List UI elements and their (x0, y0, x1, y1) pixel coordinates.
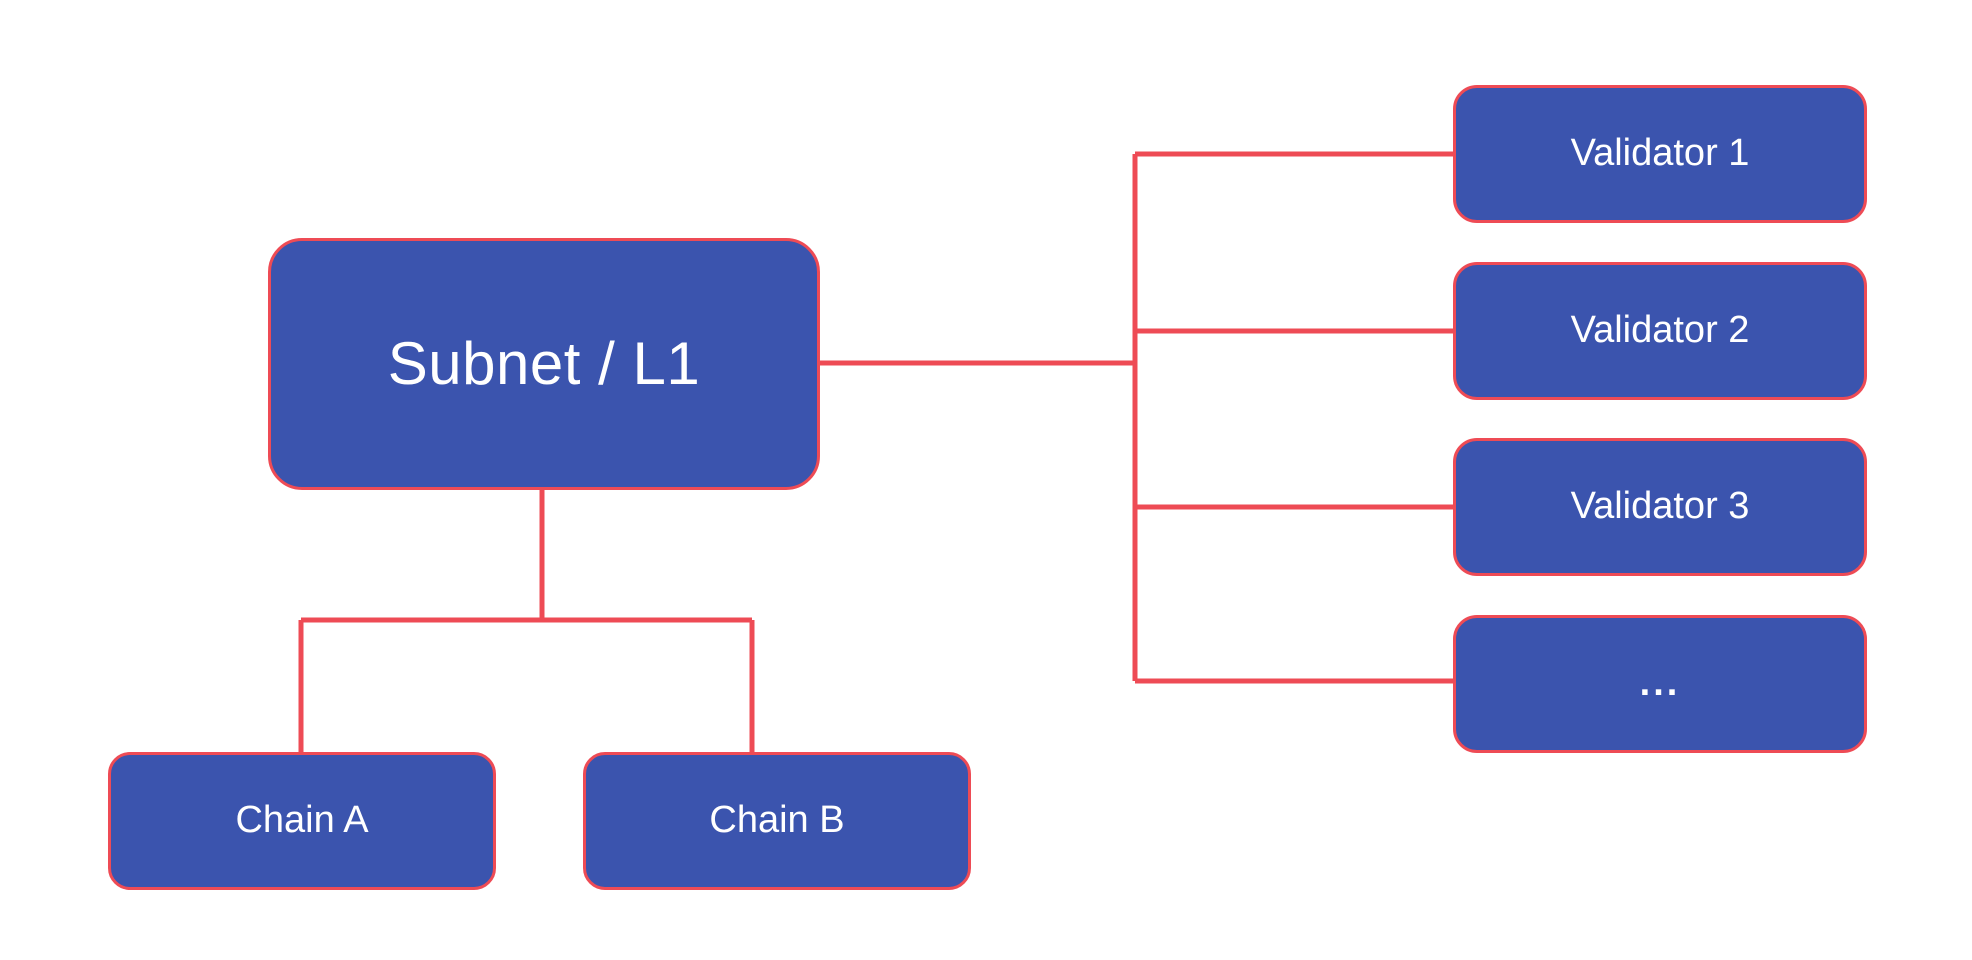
subnet-l1-node[interactable]: Subnet / L1 (268, 238, 820, 490)
validator-more-node[interactable]: ... (1453, 615, 1867, 753)
chain-b-node[interactable]: Chain B (583, 752, 971, 890)
chain-b-label: Chain B (709, 799, 845, 842)
validator-2-node[interactable]: Validator 2 (1453, 262, 1867, 400)
validator-2-label: Validator 2 (1570, 309, 1750, 352)
chain-a-label: Chain A (235, 799, 369, 842)
validator-1-label: Validator 1 (1570, 132, 1750, 175)
subnet-l1-label: Subnet / L1 (387, 330, 701, 397)
validator-more-label: ... (1639, 662, 1681, 705)
validator-1-node[interactable]: Validator 1 (1453, 85, 1867, 223)
validator-3-label: Validator 3 (1570, 485, 1750, 528)
chain-a-node[interactable]: Chain A (108, 752, 496, 890)
validator-3-node[interactable]: Validator 3 (1453, 438, 1867, 576)
